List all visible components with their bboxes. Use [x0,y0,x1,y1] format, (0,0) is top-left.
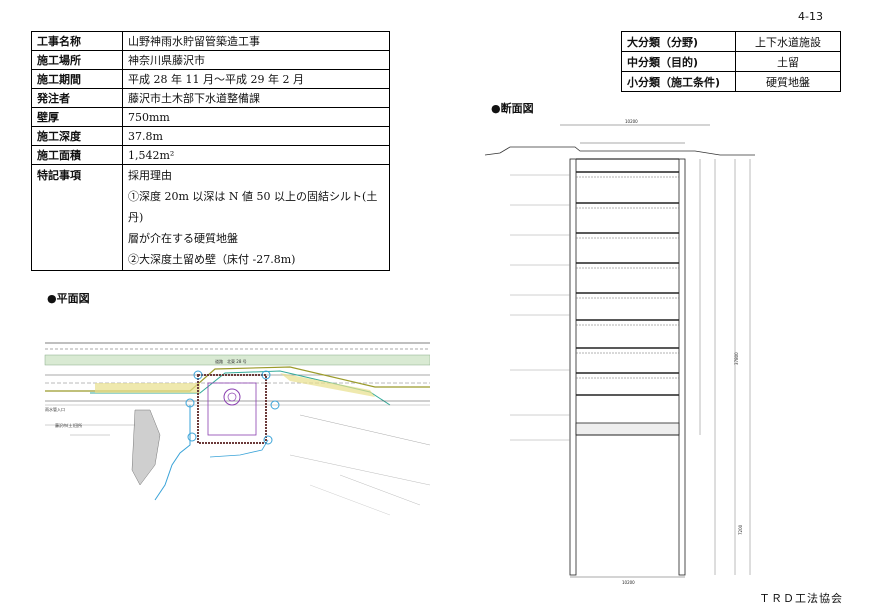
plan-label-note: 藤沢市(土)田所 [55,422,82,428]
table-row: 発注者 藤沢市土木部下水道整備課 [31,88,390,108]
special-line: 層が介在する硬質地盤 [128,232,238,245]
page-number: 4-13 [798,10,823,23]
footer-organization: ＴＲＤ工法協会 [759,592,843,605]
section-bottom-label: 7200 [738,524,743,535]
row-value: 1,542m² [122,145,390,165]
table-row: 中分類（目的) 土留 [621,51,841,72]
table-row: 壁厚 750mm [31,107,390,127]
section-width-bottom: 10200 [622,580,635,585]
row-label: 発注者 [31,88,123,108]
special-line: ②大深度土留め壁（床付 -27.8m) [128,253,296,266]
table-row: 施工期間 平成 28 年 11 月～平成 29 年 2 月 [31,69,390,89]
row-label: 壁厚 [31,107,123,127]
section-view-drawing: 10200 10200 37800 7200 [480,115,780,585]
classification-table: 大分類（分野) 上下水道施設 中分類（目的) 土留 小分類（施工条件) 硬質地盤 [621,31,841,92]
plan-label-top: 道路 北東 28 号 [215,358,247,364]
row-label: 特記事項 [31,164,123,271]
table-row: 大分類（分野) 上下水道施設 [621,31,841,52]
section-width-top: 10200 [625,119,638,124]
project-info-table: 工事名称 山野神雨水貯留管築造工事 施工場所 神奈川県藤沢市 施工期間 平成 2… [31,31,390,271]
class-label: 小分類（施工条件) [621,71,736,92]
table-row: 施工面積 1,542m² [31,145,390,165]
row-value: 山野神雨水貯留管築造工事 [122,31,390,51]
row-label: 施工深度 [31,126,123,146]
table-row: 施工場所 神奈川県藤沢市 [31,50,390,70]
row-value: 750mm [122,107,390,127]
table-row: 施工深度 37.8m [31,126,390,146]
table-row-special: 特記事項 採用理由 ①深度 20m 以深は N 値 50 以上の固結シルト(土丹… [31,164,390,271]
row-label: 施工面積 [31,145,123,165]
special-notes: 採用理由 ①深度 20m 以深は N 値 50 以上の固結シルト(土丹) 層が介… [122,164,390,271]
row-value: 藤沢市土木部下水道整備課 [122,88,390,108]
row-value: 神奈川県藤沢市 [122,50,390,70]
class-label: 大分類（分野) [621,31,736,52]
table-row: 工事名称 山野神雨水貯留管築造工事 [31,31,390,51]
class-value: 硬質地盤 [735,71,841,92]
table-row: 小分類（施工条件) 硬質地盤 [621,71,841,92]
class-value: 土留 [735,51,841,72]
class-value: 上下水道施設 [735,31,841,52]
special-line: 採用理由 [128,169,172,182]
row-label: 施工場所 [31,50,123,70]
row-value: 37.8m [122,126,390,146]
row-value: 平成 28 年 11 月～平成 29 年 2 月 [122,69,390,89]
special-line: ①深度 20m 以深は N 値 50 以上の固結シルト(土丹) [128,190,378,224]
section-heading: ●断面図 [491,102,534,115]
plan-label-gate: 雨水管入口 [45,406,65,412]
class-label: 中分類（目的) [621,51,736,72]
plan-heading: ●平面図 [47,292,90,305]
row-label: 施工期間 [31,69,123,89]
row-label: 工事名称 [31,31,123,51]
plan-view-drawing: 道路 北東 28 号 雨水管入口 藤沢市(土)田所 [40,335,430,520]
section-depth-label: 37800 [734,352,739,365]
